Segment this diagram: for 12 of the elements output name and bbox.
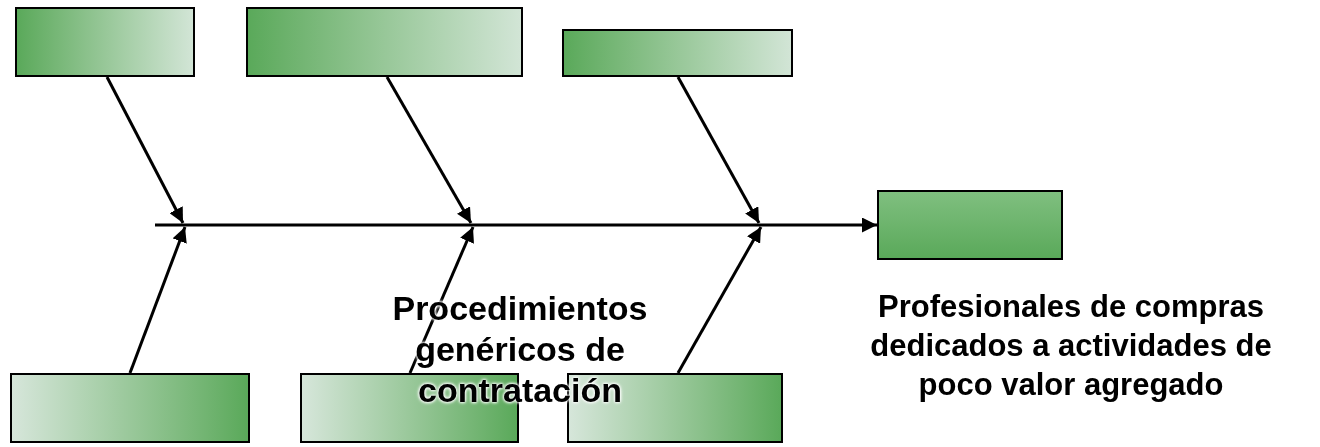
rib-arrow xyxy=(676,76,761,224)
spine-arrow xyxy=(155,217,877,233)
cause-box xyxy=(562,29,793,77)
cause-box xyxy=(246,7,523,77)
cause-box xyxy=(10,373,250,443)
rib-arrow xyxy=(385,76,473,224)
cause-label: Profesionales de compras dedicados a actividades de poco valor agregado xyxy=(869,288,1273,404)
rib-arrow xyxy=(128,226,187,374)
rib-arrow xyxy=(105,76,185,224)
rib-arrow xyxy=(676,226,763,374)
effect-box xyxy=(877,190,1063,260)
cause-box xyxy=(15,7,195,77)
